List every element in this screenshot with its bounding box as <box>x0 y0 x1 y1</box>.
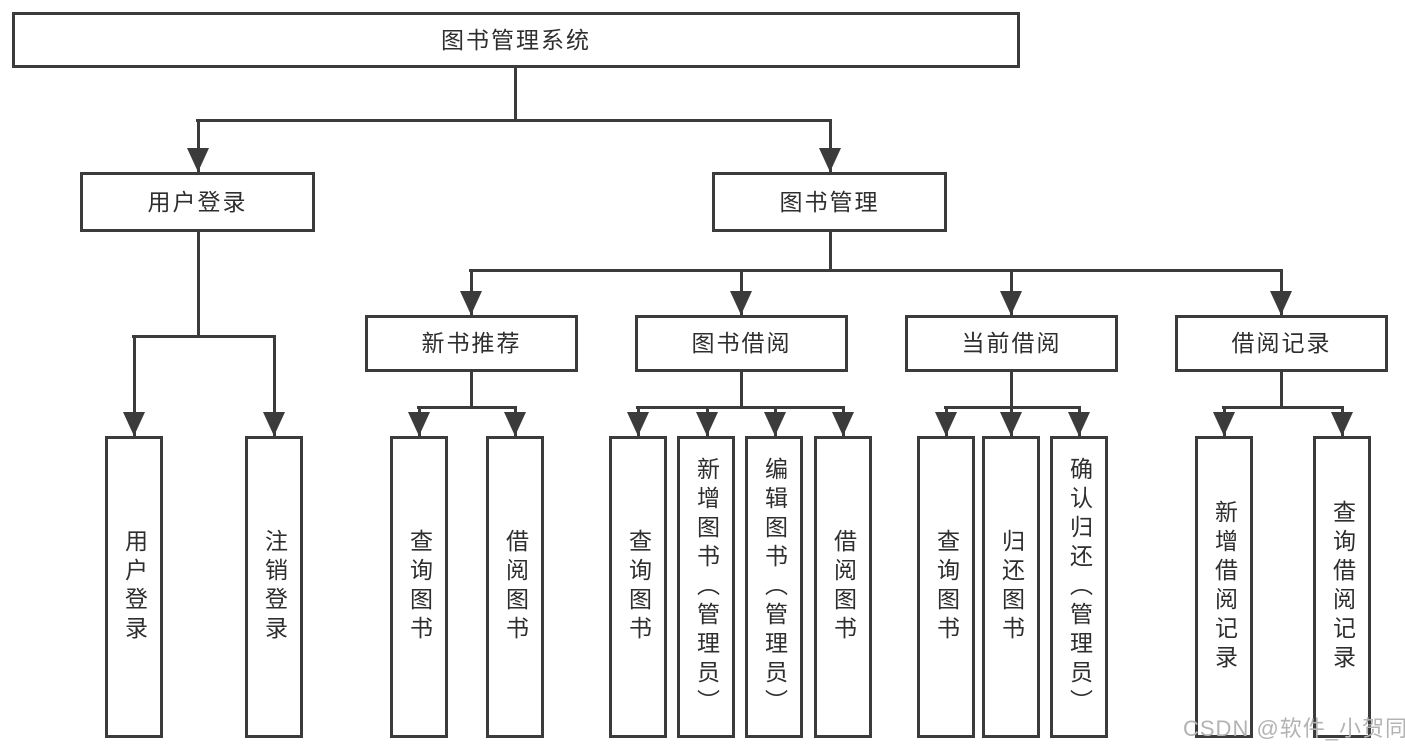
leaf-confirm-return-admin: 确认归还（管理员） <box>1050 436 1108 738</box>
node-current-borrow: 当前借阅 <box>905 315 1118 372</box>
arrowhead-icon <box>935 412 957 436</box>
connector-line <box>1010 372 1013 409</box>
arrowhead-icon <box>187 148 209 172</box>
leaf-query-books-recommend: 查询图书 <box>390 436 448 738</box>
arrowhead-icon <box>1068 412 1090 436</box>
node-book-borrow: 图书借阅 <box>635 315 848 372</box>
connector-line <box>514 68 517 121</box>
arrowhead-icon <box>123 412 145 436</box>
connector-line <box>133 335 136 436</box>
connector-line <box>132 335 276 338</box>
arrowhead-icon <box>1000 412 1022 436</box>
leaf-return-books: 归还图书 <box>982 436 1040 738</box>
arrowhead-icon <box>764 412 786 436</box>
leaf-borrow-books-recommend: 借阅图书 <box>486 436 544 738</box>
leaf-label: 查询图书 <box>625 529 652 645</box>
arrowhead-icon <box>819 148 841 172</box>
node-label: 图书管理 <box>779 188 880 215</box>
arrowhead-icon <box>408 412 430 436</box>
leaf-add-borrow-record: 新增借阅记录 <box>1195 436 1253 738</box>
leaf-label: 注销登录 <box>261 529 288 645</box>
leaf-query-books-borrow: 查询图书 <box>609 436 667 738</box>
connector-line <box>470 372 473 409</box>
node-label: 当前借阅 <box>961 330 1062 356</box>
csdn-watermark: CSDN @软件_小贺同学 <box>1183 716 1405 741</box>
node-new-book-recommend: 新书推荐 <box>365 315 578 372</box>
connector-line <box>417 406 517 409</box>
arrowhead-icon <box>832 412 854 436</box>
node-label: 图书借阅 <box>691 330 792 356</box>
node-book-management: 图书管理 <box>712 172 947 232</box>
node-user-login: 用户登录 <box>80 172 315 232</box>
leaf-label: 用户登录 <box>121 529 148 645</box>
leaf-user-login: 用户登录 <box>105 436 163 738</box>
node-borrow-record: 借阅记录 <box>1175 315 1388 372</box>
leaf-edit-books-admin: 编辑图书（管理员） <box>745 436 803 738</box>
connector-line <box>197 119 200 172</box>
arrowhead-icon <box>1270 291 1292 315</box>
arrowhead-icon <box>263 412 285 436</box>
leaf-label: 查询图书 <box>406 529 433 645</box>
leaf-add-books-admin: 新增图书（管理员） <box>677 436 735 738</box>
connector-line <box>469 269 1283 272</box>
arrowhead-icon <box>696 412 718 436</box>
leaf-label: 编辑图书（管理员） <box>761 456 788 718</box>
node-label: 借阅记录 <box>1231 330 1332 356</box>
leaf-label: 借阅图书 <box>830 529 857 645</box>
leaf-label: 新增图书（管理员） <box>693 456 720 718</box>
arrowhead-icon <box>460 291 482 315</box>
arrowhead-icon <box>1331 412 1353 436</box>
node-root-label: 图书管理系统 <box>441 26 591 53</box>
connector-line <box>273 335 276 436</box>
leaf-label: 新增借阅记录 <box>1211 500 1238 674</box>
arrowhead-icon <box>1000 291 1022 315</box>
leaf-logout-login: 注销登录 <box>245 436 303 738</box>
connector-line <box>196 119 832 122</box>
leaf-label: 借阅图书 <box>502 529 529 645</box>
arrowhead-icon <box>1213 412 1235 436</box>
connector-line <box>1222 406 1344 409</box>
leaf-label: 归还图书 <box>998 529 1025 645</box>
leaf-label: 确认归还（管理员） <box>1066 456 1093 718</box>
connector-line <box>636 406 845 409</box>
leaf-borrow-books: 借阅图书 <box>814 436 872 738</box>
leaf-label: 查询图书 <box>933 529 960 645</box>
leaf-label: 查询借阅记录 <box>1329 500 1356 674</box>
connector-line <box>1280 372 1283 409</box>
leaf-query-books-current: 查询图书 <box>917 436 975 738</box>
connector-line <box>829 119 832 172</box>
connector-line <box>740 372 743 409</box>
arrowhead-icon <box>504 412 526 436</box>
leaf-query-borrow-record: 查询借阅记录 <box>1313 436 1371 738</box>
connector-line <box>829 232 832 272</box>
node-root: 图书管理系统 <box>12 12 1020 68</box>
node-label: 新书推荐 <box>421 330 522 356</box>
arrowhead-icon <box>730 291 752 315</box>
connector-line <box>197 232 200 338</box>
node-label: 用户登录 <box>147 188 248 215</box>
arrowhead-icon <box>627 412 649 436</box>
